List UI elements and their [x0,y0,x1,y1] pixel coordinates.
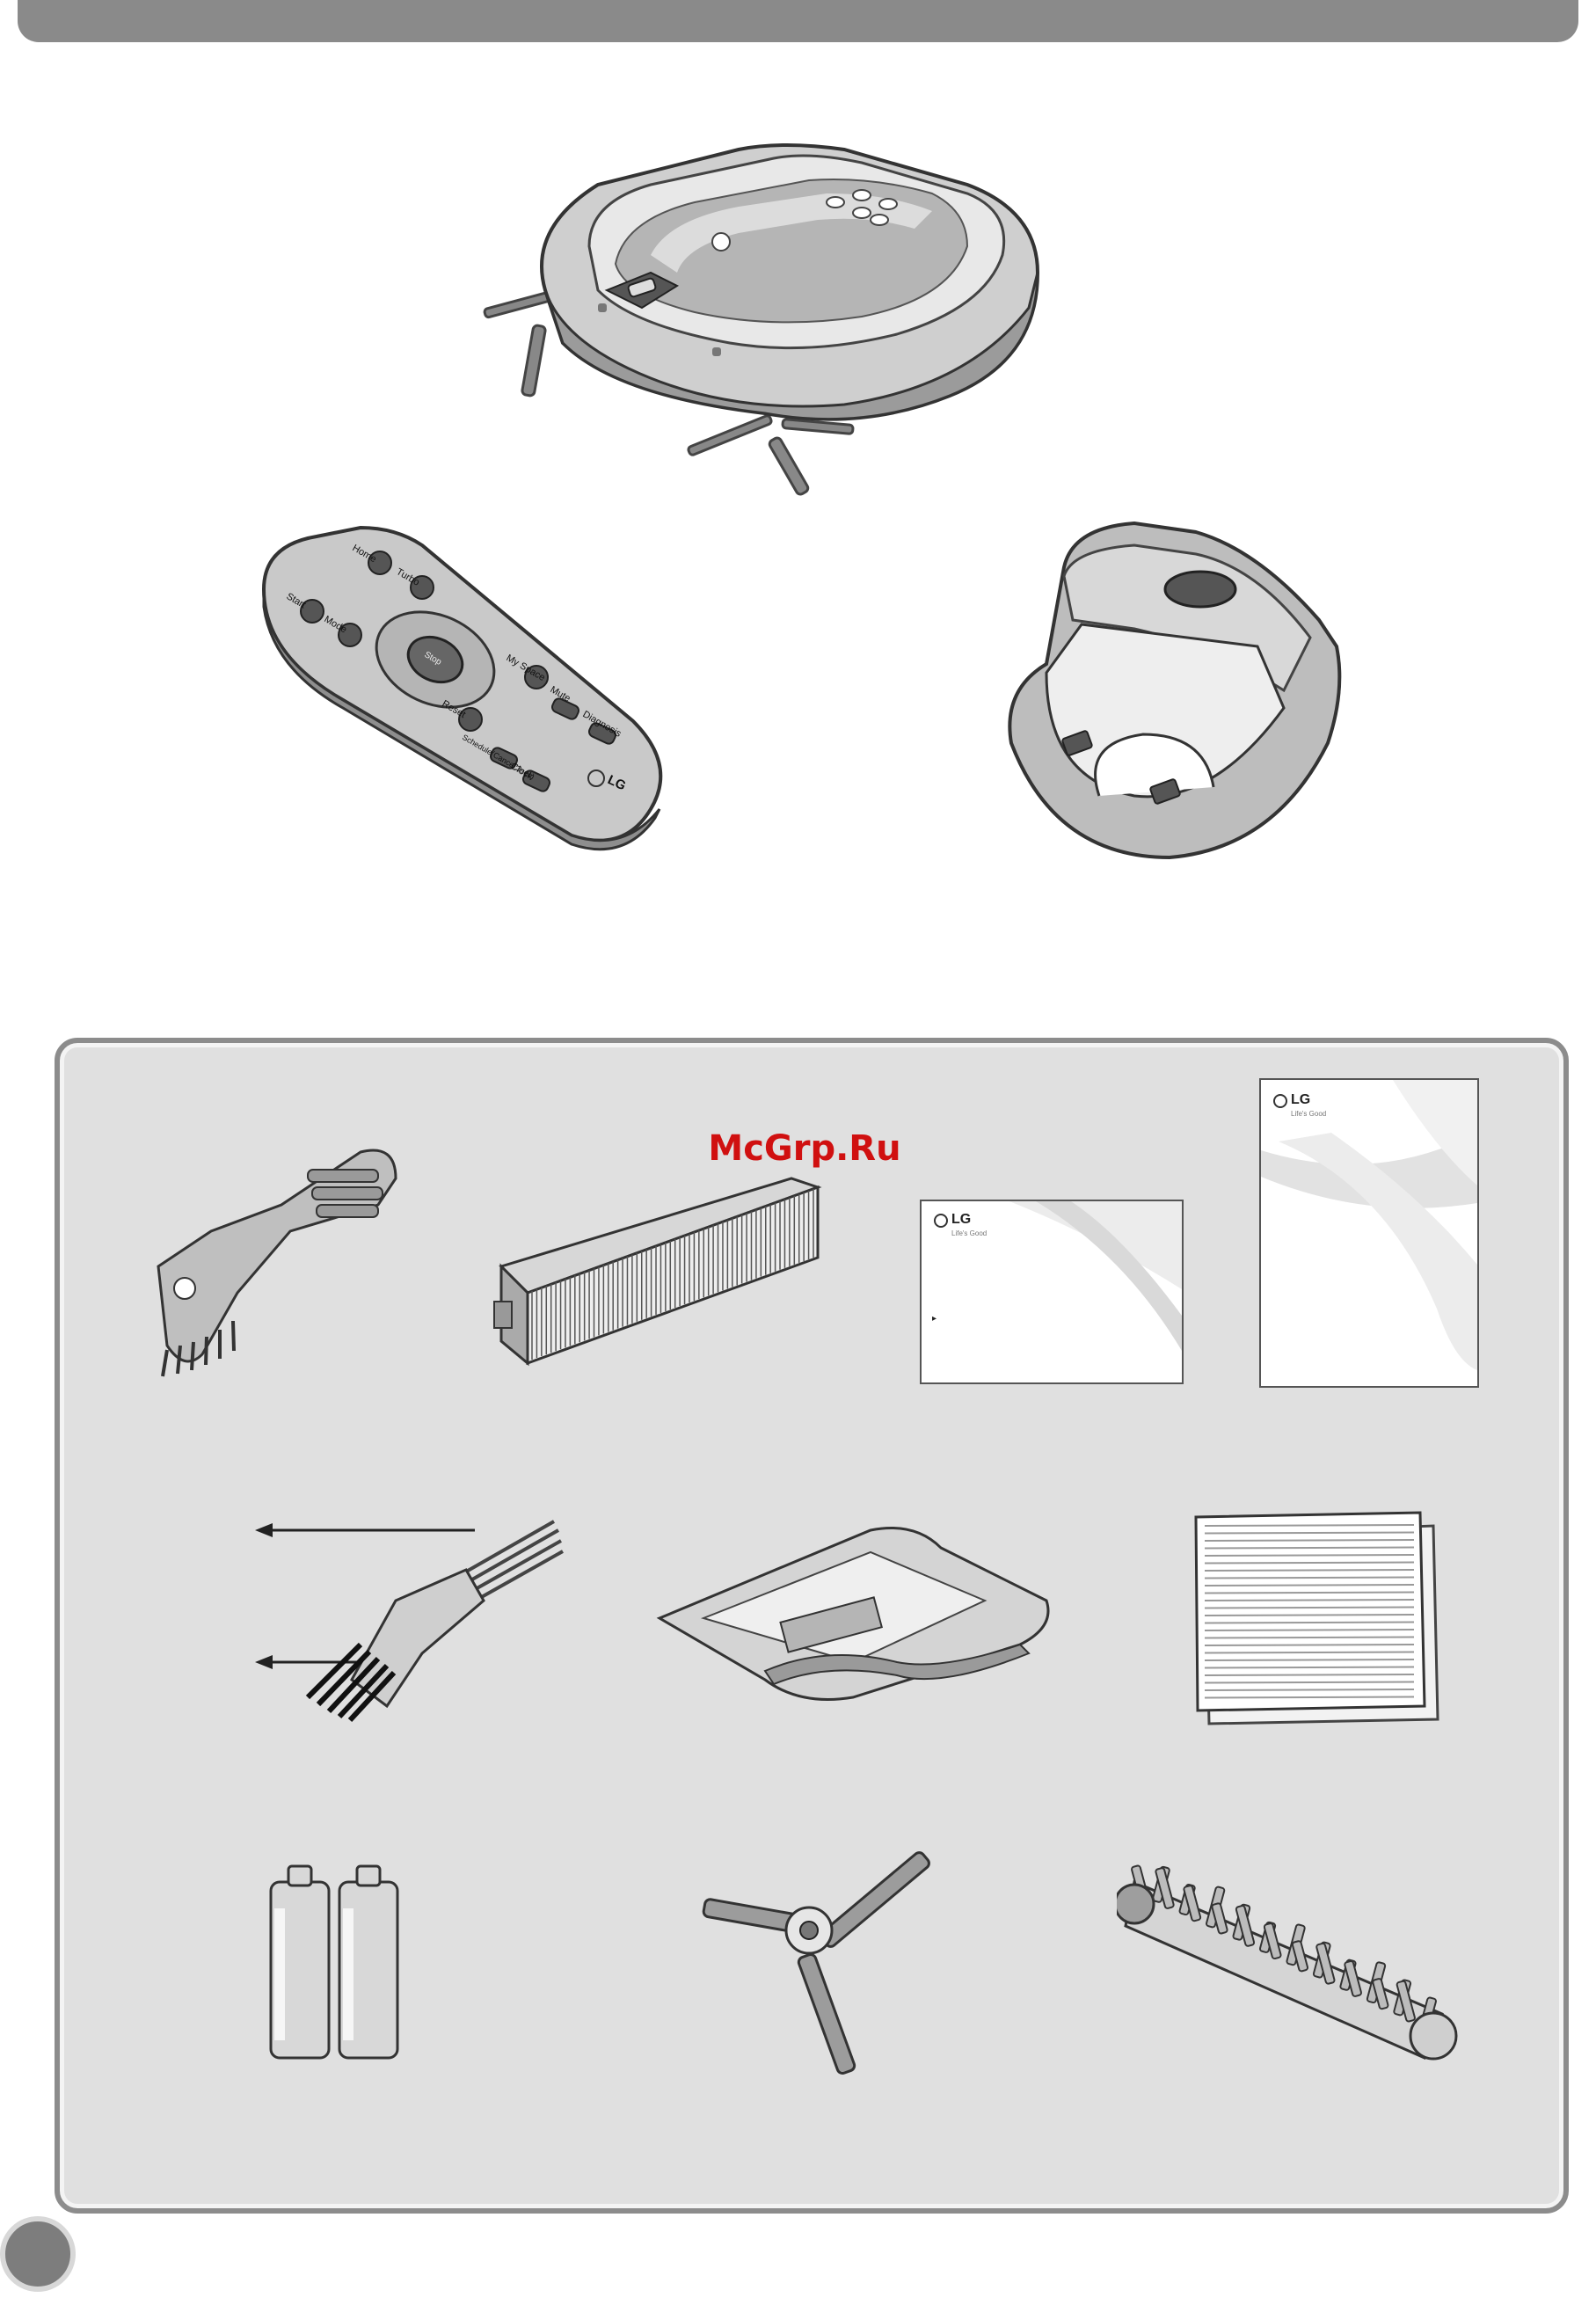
cloth-stitch [1205,1548,1414,1549]
manual-small-brand: LG [951,1212,971,1228]
charging-station-illustration [994,514,1363,866]
manual-large-brand: LG [1291,1092,1310,1108]
filter-illustration [492,1170,827,1372]
cloth-stitch [1205,1593,1414,1594]
cloth-stitch [1205,1540,1414,1541]
mop-plate-illustration [651,1513,1055,1715]
manual-small-tagline: Life's Good [951,1229,987,1237]
robot-cleaner-illustration [475,132,1073,501]
cleaning-brush-illustration [255,1495,572,1724]
arrow-left-icon [255,1523,273,1537]
cloth-stitch [1205,1682,1414,1683]
roller-brush-illustration [1117,1847,1468,2075]
cleaning-tool-illustration [132,1134,413,1390]
cloth-stitch [1205,1585,1414,1586]
cloth-stitch [1205,1600,1414,1601]
cloth-stitch [1205,1533,1414,1534]
cloth-stitch [1205,1674,1414,1675]
lg-logo-icon [934,1214,948,1228]
batteries-illustration [264,1856,422,2067]
watermark: McGrp.Ru [703,1128,906,1169]
cloth-stitch [1205,1652,1414,1653]
side-brush-illustration [686,1829,950,2084]
page-number-badge [0,2216,76,2292]
cloth-stitch [1205,1615,1414,1616]
manual-small-marker: ▸ [932,1314,936,1324]
wave-decoration [1261,1080,1477,1386]
arrow-left-icon [255,1655,273,1669]
cloth-stitch [1205,1563,1414,1564]
cloth-stitch [1205,1659,1414,1660]
manual-large-tagline: Life's Good [1291,1110,1326,1118]
cloth-stitch [1205,1525,1414,1526]
cloth-stitch [1205,1689,1414,1690]
wave-decoration [922,1201,1182,1382]
cloth-stitch [1205,1578,1414,1579]
cloth-stitch [1205,1555,1414,1556]
owners-manual: LG Life's Good [1259,1078,1479,1388]
remote-control-illustration: Home Turbo Start Mode Stop My Space Rese… [246,519,686,871]
quick-guide-manual: LG Life's Good ▸ [920,1200,1184,1384]
mop-cloth-illustration [1187,1508,1451,1728]
cloth-stitch [1205,1697,1414,1698]
header-bar [18,0,1578,42]
cloth-stitch [1205,1667,1414,1668]
cloth-stitch [1205,1570,1414,1571]
lg-logo-icon [1273,1094,1287,1108]
